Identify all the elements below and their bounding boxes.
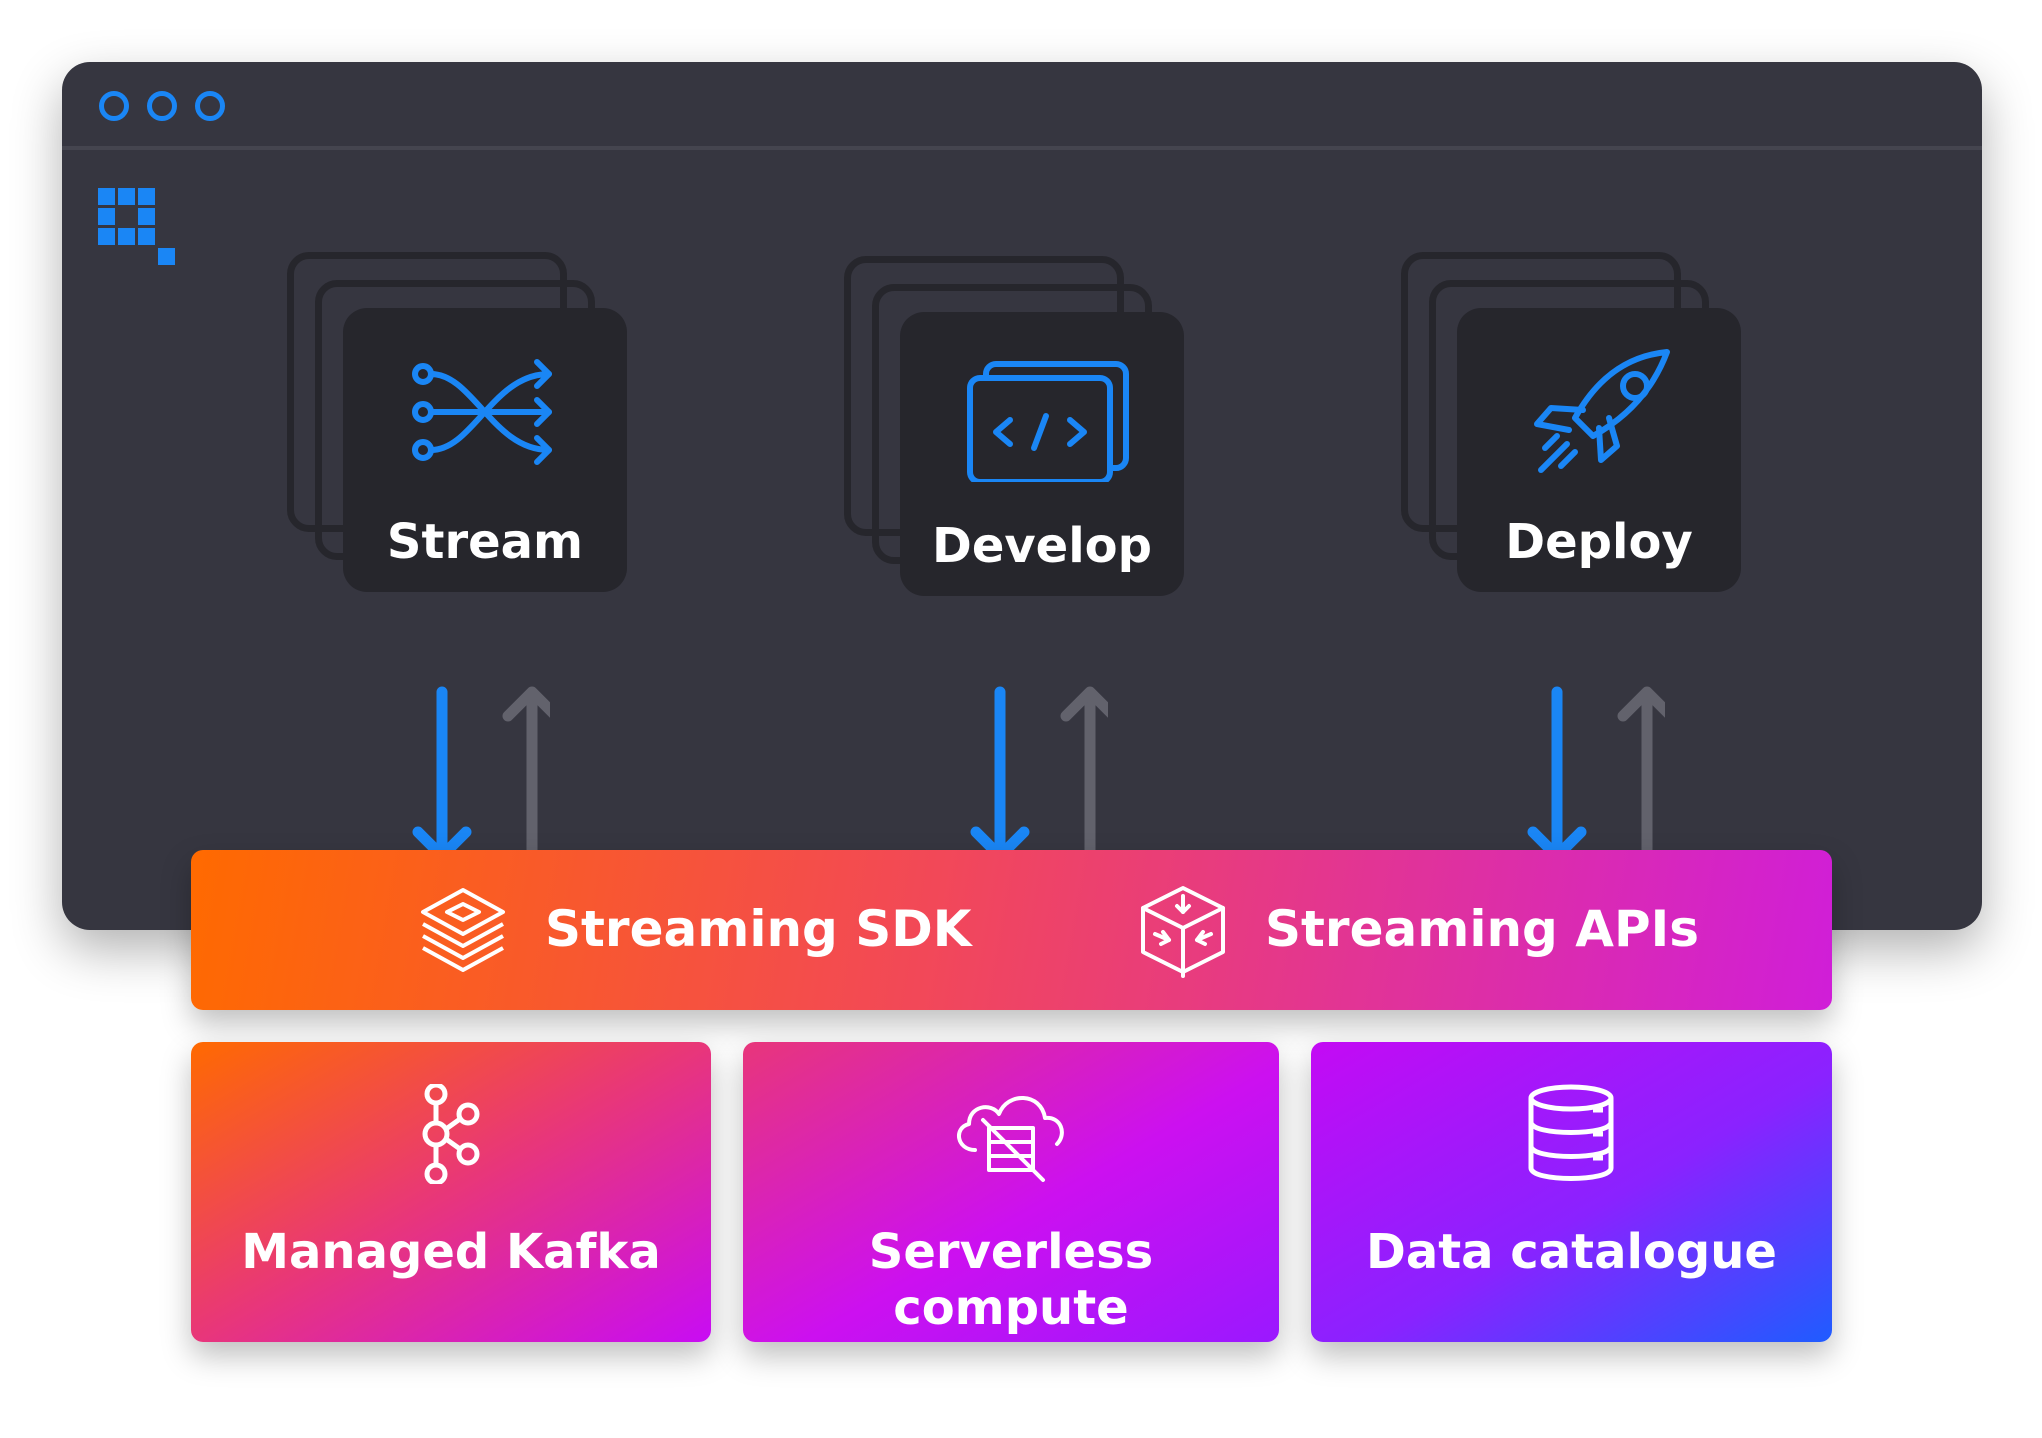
card-label: Deploy [1505, 514, 1693, 570]
pipeline-card-develop[interactable]: Develop [844, 256, 1184, 606]
cloud-server-icon [957, 1096, 1064, 1182]
tile-data-catalogue[interactable]: Data catalogue [1311, 1042, 1832, 1342]
tile-label: Data catalogue [1366, 1224, 1777, 1280]
tile-label: Managed Kafka [241, 1224, 661, 1280]
shuffle-arrows-icon [412, 359, 552, 465]
pipeline-card-stream[interactable]: Stream [287, 252, 627, 602]
code-window-icon [967, 361, 1129, 482]
band-label: Streaming SDK [545, 900, 972, 958]
interface-band: Streaming SDK Streaming APIs [191, 850, 1832, 1010]
window-dot[interactable] [99, 91, 129, 121]
database-icon [1528, 1084, 1614, 1181]
logo-icon [98, 188, 175, 265]
titlebar-divider [62, 146, 1982, 150]
card-face: Deploy [1457, 308, 1741, 592]
down-up-arrows-icon [1527, 686, 1665, 868]
tile-serverless-compute[interactable]: Serverless compute [743, 1042, 1279, 1342]
window-titlebar [62, 62, 1982, 146]
tile-label: Serverless compute [868, 1224, 1154, 1336]
cube-arrows-icon [1141, 886, 1225, 978]
layers-icon [421, 888, 505, 972]
app-window: Stream Develop [62, 62, 1982, 930]
band-item-streaming-sdk[interactable]: Streaming SDK [415, 850, 972, 1010]
tile-managed-kafka[interactable]: Managed Kafka [191, 1042, 711, 1342]
band-label: Streaming APIs [1265, 900, 1699, 958]
card-face: Develop [900, 312, 1184, 596]
window-dot[interactable] [147, 91, 177, 121]
card-face: Stream [343, 308, 627, 592]
kafka-icon [422, 1084, 480, 1184]
window-dot[interactable] [195, 91, 225, 121]
card-label: Develop [931, 518, 1153, 574]
pipeline-card-deploy[interactable]: Deploy [1401, 252, 1741, 602]
card-label: Stream [386, 514, 584, 570]
band-item-streaming-apis[interactable]: Streaming APIs [1135, 850, 1699, 1010]
rocket-icon [1534, 349, 1670, 473]
